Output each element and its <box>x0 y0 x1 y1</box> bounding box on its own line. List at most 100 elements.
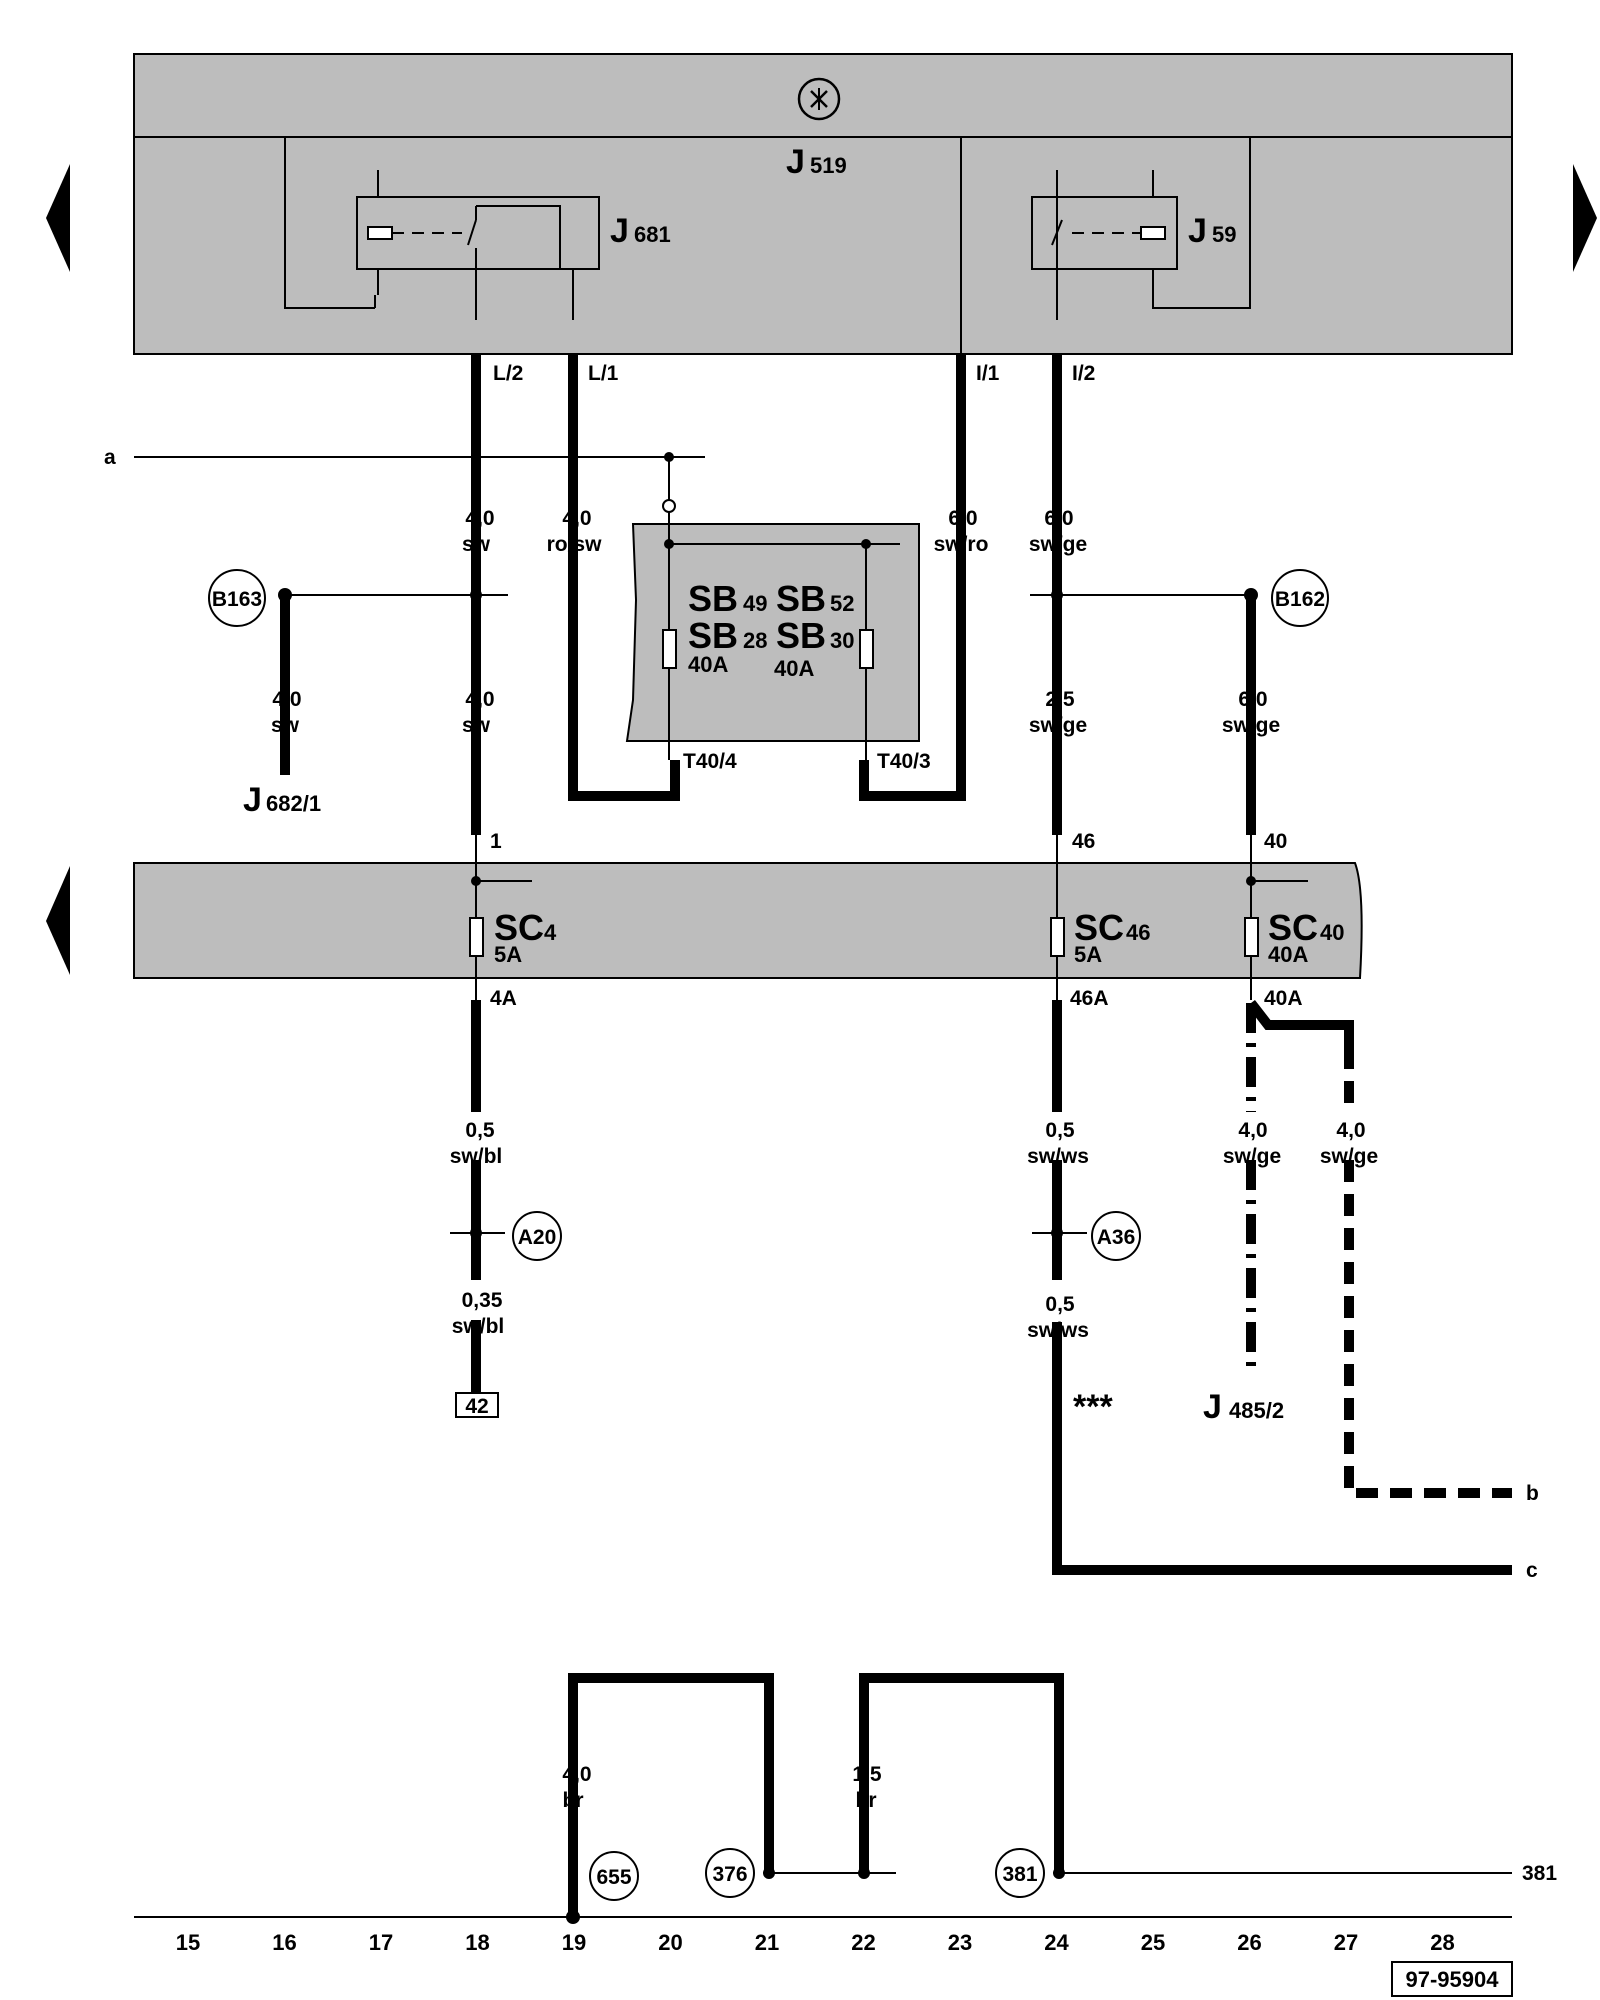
column-number: 19 <box>562 1930 586 1955</box>
nav-right-arrow-icon[interactable] <box>1573 164 1597 272</box>
wire-27c-color: sw/ge <box>1320 1145 1378 1168</box>
relay-j59: J 59 <box>1031 170 1236 320</box>
sc46-rating: 5A <box>1074 942 1102 967</box>
j681-sub-label: 681 <box>634 222 671 247</box>
sc46-sub-label: 46 <box>1126 920 1150 945</box>
ref-c: c <box>1526 1559 1538 1582</box>
wire-i1-color: sw/ro <box>934 533 989 556</box>
ref-381: 381 <box>1522 1862 1557 1885</box>
wire-19-size: 4,0 <box>562 1763 591 1786</box>
wire-27c-size: 4,0 <box>1336 1119 1365 1142</box>
j59-label: J <box>1188 212 1207 250</box>
ground-381: 381 <box>995 1848 1045 1898</box>
wire-24c-color: sw/ws <box>1027 1145 1089 1168</box>
sc4-label: SC <box>494 907 544 948</box>
nav-left-top-arrow-icon[interactable] <box>46 164 70 272</box>
svg-text:B163: B163 <box>212 588 262 611</box>
svg-text:B162: B162 <box>1275 588 1325 611</box>
connector-b163: B163 <box>208 569 266 627</box>
sc46-label: SC <box>1074 907 1124 948</box>
document-id: 97-95904 <box>1391 1961 1513 1997</box>
sc4-sub-label: 4 <box>544 920 557 945</box>
connector-b162: B162 <box>1271 569 1329 627</box>
j519-sub-label: 519 <box>810 153 847 178</box>
wire-l1-color: ro/sw <box>547 533 603 556</box>
sb-right-rating: 40A <box>774 656 814 681</box>
pin-46: 46 <box>1072 830 1095 853</box>
ground-376: 376 <box>705 1848 755 1898</box>
wire-24b-size: 2,5 <box>1045 688 1075 711</box>
pin-i1: I/1 <box>976 362 1000 385</box>
ref-box-42: 42 <box>455 1392 499 1418</box>
svg-text:A36: A36 <box>1097 1226 1136 1249</box>
ground-655: 655 <box>589 1851 639 1901</box>
svg-text:42: 42 <box>465 1395 488 1418</box>
wire-l2-color: sw <box>462 533 491 556</box>
sb52-sub-label: 52 <box>830 591 854 616</box>
fuse-block-sc: SC 4 5A SC 46 5A SC 40 40A <box>133 835 1363 1000</box>
pin-40: 40 <box>1264 830 1287 853</box>
j682-label: J <box>243 781 262 819</box>
svg-text:655: 655 <box>596 1866 631 1889</box>
wire-24d-color: sw/ws <box>1027 1319 1089 1342</box>
stars-label: *** <box>1073 1388 1113 1426</box>
ref-a: a <box>104 446 116 469</box>
wire-22-size: 1,5 <box>852 1763 882 1786</box>
pin-l1: L/1 <box>588 362 619 385</box>
column-number: 23 <box>948 1930 972 1955</box>
ref-b: b <box>1526 1482 1539 1505</box>
sb49-sub-label: 49 <box>743 591 767 616</box>
column-number: 25 <box>1141 1930 1165 1955</box>
pin-i2: I/2 <box>1072 362 1095 385</box>
sb30-sub-label: 30 <box>830 628 854 653</box>
pin-40a: 40A <box>1264 987 1303 1010</box>
wire-i1-size: 6,0 <box>948 507 977 530</box>
sc40-sub-label: 40 <box>1320 920 1344 945</box>
column-number: 17 <box>369 1930 393 1955</box>
j519-label: J <box>786 143 805 181</box>
column-number: 26 <box>1237 1930 1261 1955</box>
wire-26c-size: 4,0 <box>1238 1119 1267 1142</box>
pin-t40-3: T40/3 <box>877 750 931 773</box>
svg-text:376: 376 <box>712 1863 747 1886</box>
column-number: 24 <box>1044 1930 1069 1955</box>
j59-sub-label: 59 <box>1212 222 1236 247</box>
relay-j681: J 681 <box>356 170 671 320</box>
column-number: 22 <box>851 1930 875 1955</box>
column-number: 20 <box>658 1930 682 1955</box>
sb28-sub-label: 28 <box>743 628 767 653</box>
wire-18c-color: sw/bl <box>450 1145 503 1168</box>
sb-left-rating: 40A <box>688 652 728 677</box>
control-unit-j519: J 519 <box>133 53 1513 355</box>
wire-26b-size: 6,0 <box>1238 688 1267 711</box>
pin-l2: L/2 <box>493 362 523 385</box>
wire-18d-size: 0,35 <box>462 1289 503 1312</box>
column-number: 27 <box>1334 1930 1358 1955</box>
wire-18c-size: 0,5 <box>465 1119 495 1142</box>
pin-4a: 4A <box>490 987 517 1010</box>
sc4-rating: 5A <box>494 942 522 967</box>
connector-a36: A36 <box>1091 1211 1141 1261</box>
j485-sub-label: 485/2 <box>1229 1398 1284 1423</box>
j681-label: J <box>610 212 629 250</box>
fuse-block-sb: SB 49 SB 52 SB 28 SB 30 40A 40A <box>625 512 920 760</box>
wire-b163-size: 4,0 <box>272 688 301 711</box>
wire-l2-size: 4,0 <box>465 507 494 530</box>
pin-46a: 46A <box>1070 987 1109 1010</box>
wire-24d-size: 0,5 <box>1045 1293 1075 1316</box>
wire-18d-color: sw/bl <box>452 1315 505 1338</box>
wire-i2-color: sw/ge <box>1029 533 1087 556</box>
sb28-label: SB <box>688 615 738 656</box>
nav-left-bottom-arrow-icon[interactable] <box>46 866 70 975</box>
column-number: 18 <box>465 1930 489 1955</box>
sc40-label: SC <box>1268 907 1318 948</box>
column-number: 15 <box>176 1930 200 1955</box>
sb30-label: SB <box>776 615 826 656</box>
wire-26b-color: sw/ge <box>1222 714 1280 737</box>
wire-24c-size: 0,5 <box>1045 1119 1075 1142</box>
connector-a20: A20 <box>512 1211 562 1261</box>
wire-26c-color: sw/ge <box>1223 1145 1281 1168</box>
column-number: 16 <box>272 1930 296 1955</box>
